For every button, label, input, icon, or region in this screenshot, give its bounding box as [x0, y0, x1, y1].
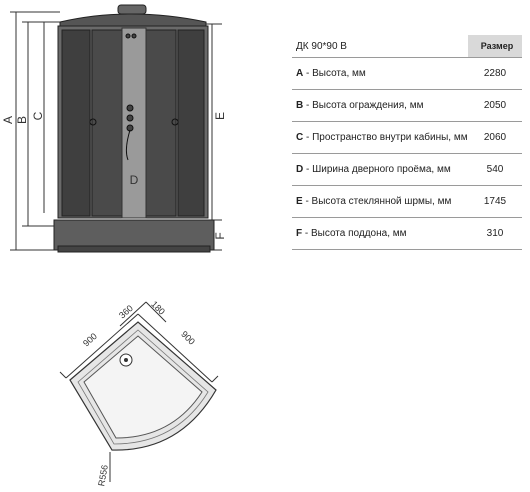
roof-cap: [117, 4, 147, 15]
row-code: C: [296, 132, 304, 143]
row-value: 2060: [468, 121, 522, 154]
top-view-drawing: 900 360 180 900 R556: [59, 299, 219, 487]
label-f: F: [213, 232, 227, 239]
roof: [59, 13, 207, 29]
table-row: A - Высота, мм 2280: [292, 57, 522, 90]
row-label: - Ширина дверного проёма, мм: [303, 164, 451, 175]
right-handle: [171, 118, 179, 126]
row-label: - Высота стеклянной шрмы, мм: [302, 196, 452, 207]
table-row: E - Высота стеклянной шрмы, мм 1745: [292, 185, 522, 218]
dim-small: 180: [149, 299, 167, 317]
left-door: [91, 29, 123, 217]
table-row: F - Высота поддона, мм 310: [292, 217, 522, 250]
row-code: E: [296, 196, 303, 207]
tray-inner: [83, 335, 203, 439]
left-glass-panel: [61, 29, 91, 217]
row-label: - Высота поддона, мм: [302, 228, 407, 239]
row-value: 2280: [468, 57, 522, 90]
label-b: B: [15, 116, 29, 124]
label-e: E: [213, 112, 227, 120]
label-c: C: [31, 111, 45, 120]
dim-left: 900: [81, 331, 99, 348]
row-value: 2050: [468, 89, 522, 122]
table-row: B - Высота ограждения, мм 2050: [292, 89, 522, 122]
back-column: [121, 27, 147, 219]
label-d: D: [130, 173, 139, 187]
right-glass-panel: [177, 29, 205, 217]
table-row: D - Ширина дверного проёма, мм 540: [292, 153, 522, 186]
left-handle: [89, 118, 97, 126]
row-code: F: [296, 228, 303, 239]
row-code: B: [296, 100, 304, 111]
row-label: - Высота, мм: [303, 68, 366, 79]
row-code: D: [296, 164, 304, 175]
spec-table: ДК 90*90 В Размер A - Высота, мм 2280 B …: [292, 35, 522, 250]
row-label: - Высота ограждения, мм: [303, 100, 424, 111]
row-code: A: [296, 68, 304, 79]
right-door: [145, 29, 177, 217]
dim-right: 900: [179, 329, 197, 347]
row-value: 540: [468, 153, 522, 186]
table-title: ДК 90*90 В: [292, 35, 468, 58]
row-value: 310: [468, 217, 522, 250]
front-view-drawing: A B C D E F: [1, 4, 227, 253]
shower-tray: [53, 219, 215, 251]
dim-mid: 360: [117, 303, 135, 320]
row-label: - Пространство внутри кабины, мм: [303, 132, 468, 143]
radius-label: R556: [96, 464, 110, 487]
row-value: 1745: [468, 185, 522, 218]
value-header: Размер: [468, 35, 522, 58]
table-row: C - Пространство внутри кабины, мм 2060: [292, 121, 522, 154]
label-a: A: [1, 116, 15, 124]
